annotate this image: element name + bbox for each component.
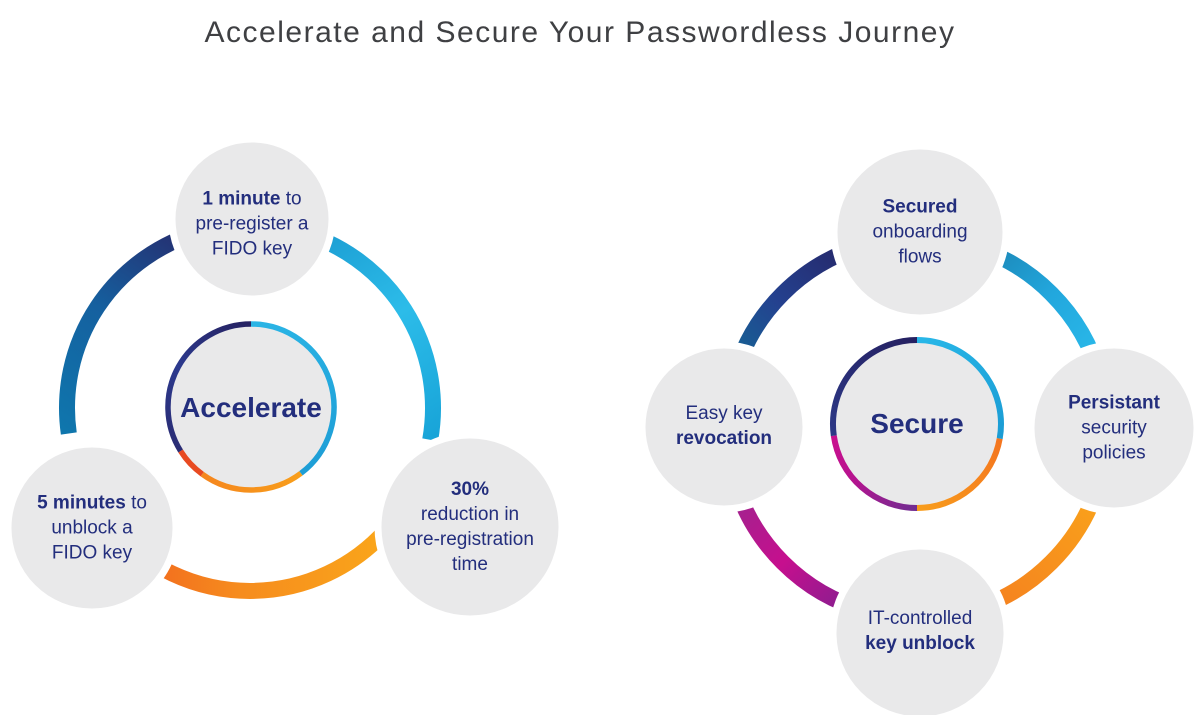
secure-ring-segment-magenta xyxy=(830,435,918,511)
accelerate-outer-arc-cyan xyxy=(295,223,441,442)
secure-ring-segment-navy xyxy=(830,337,918,437)
secure-ring-segment-orange xyxy=(916,438,1003,511)
accelerate-sat-bottom-left-label: 5 minutes to unblock a FIDO key xyxy=(37,491,147,566)
label-line: key unblock xyxy=(865,633,975,654)
secure-center-circle xyxy=(833,340,1001,508)
accelerate-ring-segment-navy xyxy=(165,321,252,453)
label-line: reduction in xyxy=(420,504,520,525)
accelerate-sat-bottom-right-label: 30% reduction in pre-registration time xyxy=(406,477,534,577)
accelerate-center-ring xyxy=(165,321,337,493)
accelerate-ring-segment-cyan xyxy=(250,321,337,476)
label-line: security xyxy=(1081,417,1147,439)
secure-satellite-top-circle xyxy=(830,142,1010,322)
secure-satellite-left-circle xyxy=(638,341,810,513)
label-line: policies xyxy=(1082,442,1146,464)
secure-sat-left-label: Easy key revocation xyxy=(676,401,772,451)
label-line: onboarding xyxy=(872,221,968,243)
label-line: Easy key xyxy=(685,403,763,424)
accelerate-satellite-bottom-right-circle xyxy=(374,431,566,623)
accelerate-sat-top-label: 1 minute to pre-register a FIDO key xyxy=(196,187,309,262)
secure-satellite-bottom-circle xyxy=(829,542,1011,715)
label-line: pre-registration xyxy=(406,529,534,550)
accelerate-ring-segment-red xyxy=(178,449,204,477)
accelerate-diagram xyxy=(4,135,566,623)
secure-sat-right-label: Persistant security policies xyxy=(1068,391,1160,466)
secure-satellite-right-circle xyxy=(1027,341,1200,515)
secure-center-ring xyxy=(830,337,1004,511)
label-line: FIDO key xyxy=(51,542,133,564)
secure-center-label: Secure xyxy=(870,408,964,439)
label-line: pre-register a xyxy=(195,213,309,235)
label-line: 1 minute to xyxy=(202,188,302,210)
label-line: flows xyxy=(898,246,942,268)
accelerate-center-circle xyxy=(168,324,334,490)
label-line: 30% xyxy=(450,479,490,500)
accelerate-outer-arc-blue xyxy=(59,223,205,435)
accelerate-center-label: Accelerate xyxy=(180,392,322,423)
label-line: Persistant xyxy=(1068,392,1160,414)
label-line: unblock a xyxy=(51,517,133,539)
label-line: Secured xyxy=(882,196,958,218)
page-title: Accelerate and Secure Your Passwordless … xyxy=(204,16,956,49)
label-line: IT-controlled xyxy=(867,608,973,629)
label-line: 5 minutes to xyxy=(37,492,147,514)
label-line: FIDO key xyxy=(211,238,293,260)
secure-diagram xyxy=(638,142,1200,715)
secure-sat-top-label: Secured onboarding flows xyxy=(872,195,967,270)
label-line: revocation xyxy=(675,428,773,449)
secure-ring-segment-cyan xyxy=(916,337,1004,440)
accelerate-ring-segment-orange xyxy=(200,471,303,493)
secure-sat-bottom-label: IT-controlled key unblock xyxy=(865,606,975,656)
accelerate-satellite-top-circle xyxy=(168,135,336,303)
label-line: time xyxy=(452,554,488,575)
accelerate-satellite-bottom-left-circle xyxy=(4,440,180,616)
